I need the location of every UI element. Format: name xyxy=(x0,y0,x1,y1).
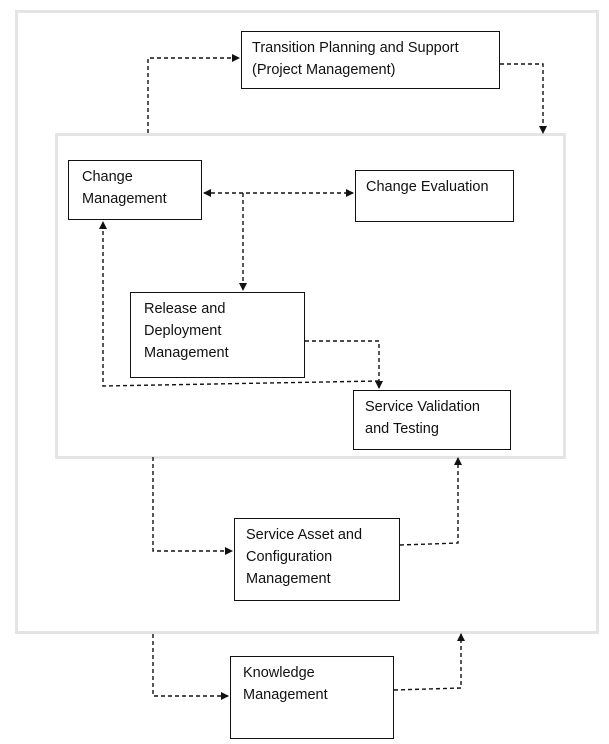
edge-sacm-to-svt xyxy=(399,457,462,546)
node-label-line: Management xyxy=(246,571,331,587)
node-label-line: Management xyxy=(243,687,328,703)
inner-frame xyxy=(55,133,566,459)
edge-svt-to-change-mgmt xyxy=(99,221,380,387)
node-label-line: and Testing xyxy=(365,421,439,437)
node-service-asset-config: Service Asset and Configuration Manageme… xyxy=(234,518,400,601)
node-label-line: Management xyxy=(144,345,229,361)
node-label-line: Deployment xyxy=(144,323,222,339)
node-label-line: Management xyxy=(82,191,167,207)
node-label-line: Service Validation xyxy=(365,399,480,415)
node-label-line: Transition Planning and Support xyxy=(252,40,459,56)
node-knowledge-management: Knowledge Management xyxy=(230,656,394,739)
edge-outer-to-knowledge xyxy=(152,634,229,700)
node-transition-planning: Transition Planning and Support (Project… xyxy=(241,31,500,89)
node-label-line: (Project Management) xyxy=(252,62,396,78)
node-label-line: Release and xyxy=(144,301,226,317)
node-change-evaluation: Change Evaluation xyxy=(355,170,514,222)
edge-outer-to-transition xyxy=(147,54,240,133)
node-release-deployment: Release and Deployment Management xyxy=(130,292,305,378)
node-change-management: Change Management xyxy=(68,160,202,220)
edge-release-to-svt xyxy=(305,340,383,389)
edge-transition-to-inner xyxy=(500,63,547,134)
edge-inner-to-sacm xyxy=(152,457,233,555)
edge-knowledge-to-outer xyxy=(393,633,465,691)
node-service-validation: Service Validation and Testing xyxy=(353,390,511,450)
node-label-line: Change xyxy=(82,169,133,185)
node-label-line: Service Asset and xyxy=(246,527,363,543)
node-label-line: Configuration xyxy=(246,549,333,565)
outer-frame xyxy=(15,10,599,634)
node-label-line: Change Evaluation xyxy=(366,179,489,195)
node-label-line: Knowledge xyxy=(243,665,315,681)
